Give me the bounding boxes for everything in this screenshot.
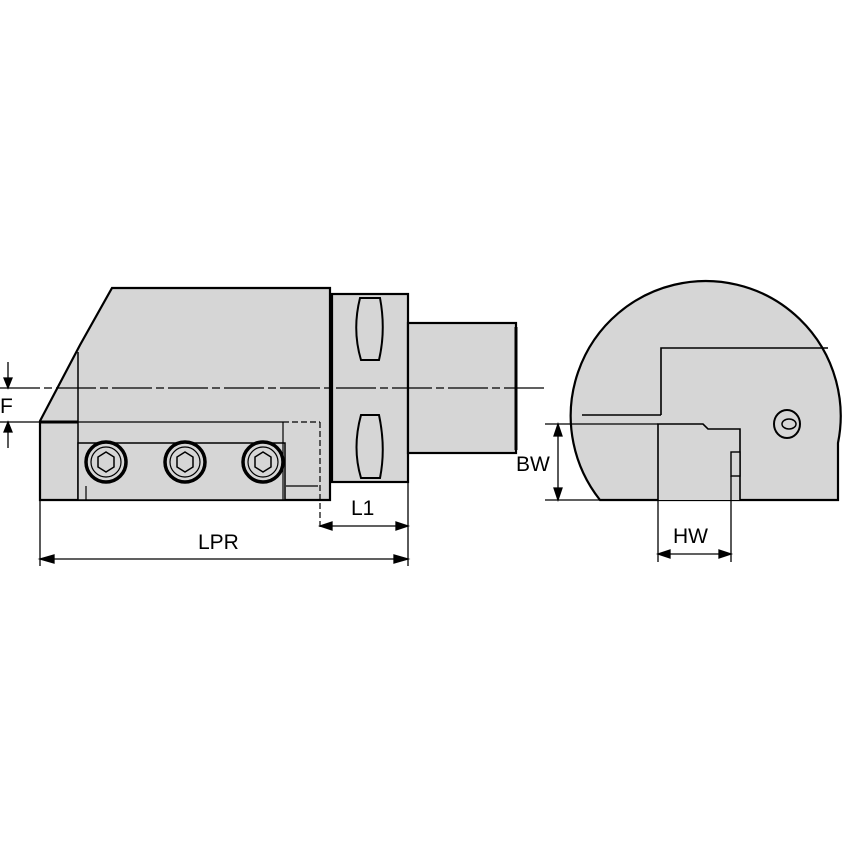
dimension-L1 xyxy=(317,482,411,566)
screw-icon xyxy=(241,440,285,484)
dimension-BW xyxy=(545,421,658,503)
clamp-screws xyxy=(84,440,285,484)
screw-icon xyxy=(84,440,128,484)
label-HW: HW xyxy=(673,525,708,548)
label-F: F xyxy=(0,395,13,418)
round-body-profile xyxy=(569,279,842,502)
drive-slot-upper xyxy=(355,297,384,361)
coolant-port-icon xyxy=(773,409,801,439)
screw-icon xyxy=(163,440,207,484)
dimension-LPR xyxy=(37,500,411,566)
dimension-F xyxy=(0,362,40,448)
end-view xyxy=(569,279,842,502)
label-LPR: LPR xyxy=(198,531,239,554)
label-L1: L1 xyxy=(351,497,375,520)
label-BW: BW xyxy=(516,453,550,476)
dimension-HW xyxy=(655,476,734,562)
side-view xyxy=(38,286,518,530)
insert-pocket xyxy=(657,423,741,500)
drive-slot-lower xyxy=(355,414,384,479)
